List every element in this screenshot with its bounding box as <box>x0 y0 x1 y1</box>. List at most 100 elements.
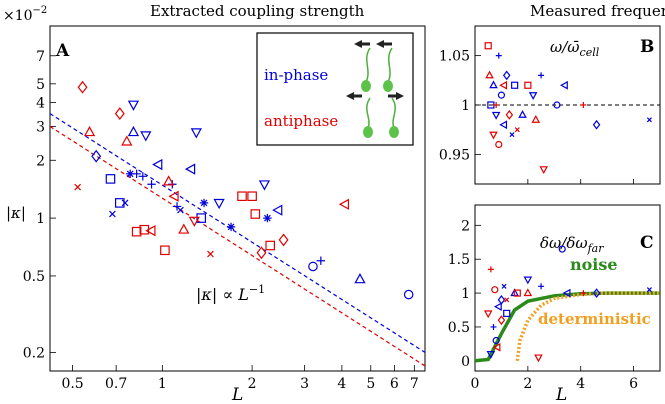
data-point <box>493 302 502 311</box>
data-point <box>490 323 497 330</box>
panel-a-label: A <box>55 41 70 61</box>
y-tick-label: 0.5 <box>448 320 470 336</box>
data-point <box>125 169 135 179</box>
curve-deterministic <box>515 291 660 362</box>
data-point <box>502 70 511 81</box>
fit-label-base: |κ| ∝ L <box>196 285 249 304</box>
data-point <box>138 172 148 181</box>
data-point <box>109 210 116 218</box>
data-point <box>74 183 82 191</box>
panel-b-points <box>484 42 652 175</box>
data-point <box>646 287 652 293</box>
data-point <box>178 223 190 234</box>
panel-a-fit-label: |κ| ∝ L−1 <box>196 283 265 304</box>
x-tick-label: 6 <box>629 376 638 392</box>
data-point <box>160 245 170 256</box>
y-tick-label: 0.95 <box>439 147 470 163</box>
y-tick-label: 2 <box>36 153 45 169</box>
data-point <box>188 216 200 227</box>
data-point <box>523 276 533 285</box>
y-tick-label: 1 <box>461 98 470 114</box>
data-point <box>207 250 214 258</box>
panel-a-points <box>74 80 414 300</box>
data-point <box>497 294 506 305</box>
data-point <box>553 101 561 109</box>
x-tick-label: 7 <box>410 376 419 392</box>
panel-b-annotation: ω/ω̄cell <box>550 38 600 59</box>
data-point <box>538 283 545 290</box>
annotation-c-sub: far <box>587 242 605 255</box>
data-point <box>145 225 156 237</box>
annotation-c-main: δω/δω <box>540 234 588 252</box>
data-point <box>489 131 498 140</box>
exponent-base: ×10 <box>3 8 33 24</box>
panel-b-title: Measured frequencies <box>530 2 665 20</box>
y-tick-label: 4 <box>36 95 45 111</box>
y-tick-label: 0.2 <box>23 345 45 361</box>
data-point <box>127 125 140 137</box>
data-point <box>514 127 520 133</box>
data-point <box>140 131 152 142</box>
data-point <box>483 310 493 319</box>
data-point <box>247 191 257 202</box>
data-point <box>77 80 88 94</box>
legend-cell-icons <box>361 80 399 138</box>
data-point <box>177 206 184 214</box>
data-point <box>513 289 521 297</box>
data-point <box>511 81 519 89</box>
data-point <box>538 72 545 79</box>
data-point <box>505 109 514 120</box>
y-tick-label: 2 <box>461 218 470 234</box>
x-tick-label: 5 <box>366 376 375 392</box>
data-point <box>497 91 506 99</box>
x-tick-label: 2 <box>248 376 257 392</box>
panel-c-annotation: δω/δωfar <box>540 234 604 255</box>
panel-c-xlabel: L <box>555 385 567 404</box>
y-tick-label: 1.5 <box>448 252 470 268</box>
data-point <box>354 273 366 284</box>
legend-arrow-icons <box>346 40 404 100</box>
panel-a-title: Extracted coupling strength <box>150 2 365 20</box>
legend-inphase: in-phase <box>264 66 328 84</box>
data-point <box>91 149 102 163</box>
data-point <box>196 213 207 223</box>
data-point <box>524 81 532 89</box>
data-point <box>250 209 261 219</box>
data-point <box>115 198 125 208</box>
data-point <box>580 290 587 297</box>
data-point <box>199 198 209 208</box>
data-point <box>256 246 267 260</box>
panel-c-deterministic-label: deterministic <box>538 310 651 328</box>
data-point <box>528 92 538 100</box>
data-point <box>121 135 133 146</box>
data-point <box>492 342 501 352</box>
fit-label-power: −1 <box>249 283 265 296</box>
panel-a-legend: in-phase antiphase <box>256 32 414 146</box>
data-point <box>560 80 568 90</box>
data-point <box>534 354 543 363</box>
panel-a-fit-lines <box>49 113 426 367</box>
legend-cilia-icon <box>365 47 396 129</box>
data-point <box>492 336 500 345</box>
data-point <box>499 80 508 90</box>
panel-a-exponent: ×10−2 <box>3 5 47 24</box>
data-point <box>114 107 125 121</box>
y-tick-label: 5 <box>36 77 45 93</box>
panel-c-label: C <box>640 233 654 253</box>
data-point <box>646 117 652 123</box>
data-point <box>184 163 196 175</box>
data-point <box>501 283 507 289</box>
y-tick-label: 3 <box>36 119 45 135</box>
panel-c-frame <box>474 204 661 372</box>
data-point <box>237 191 247 202</box>
y-tick-label: 0.5 <box>23 269 45 285</box>
data-point <box>491 286 499 294</box>
data-point <box>190 128 202 139</box>
annotation-b-sub: cell <box>580 46 600 59</box>
data-point <box>258 180 271 191</box>
y-tick-label: 7 <box>36 49 45 65</box>
fit-line-inphase <box>49 113 426 353</box>
exponent-power: −2 <box>33 5 48 16</box>
